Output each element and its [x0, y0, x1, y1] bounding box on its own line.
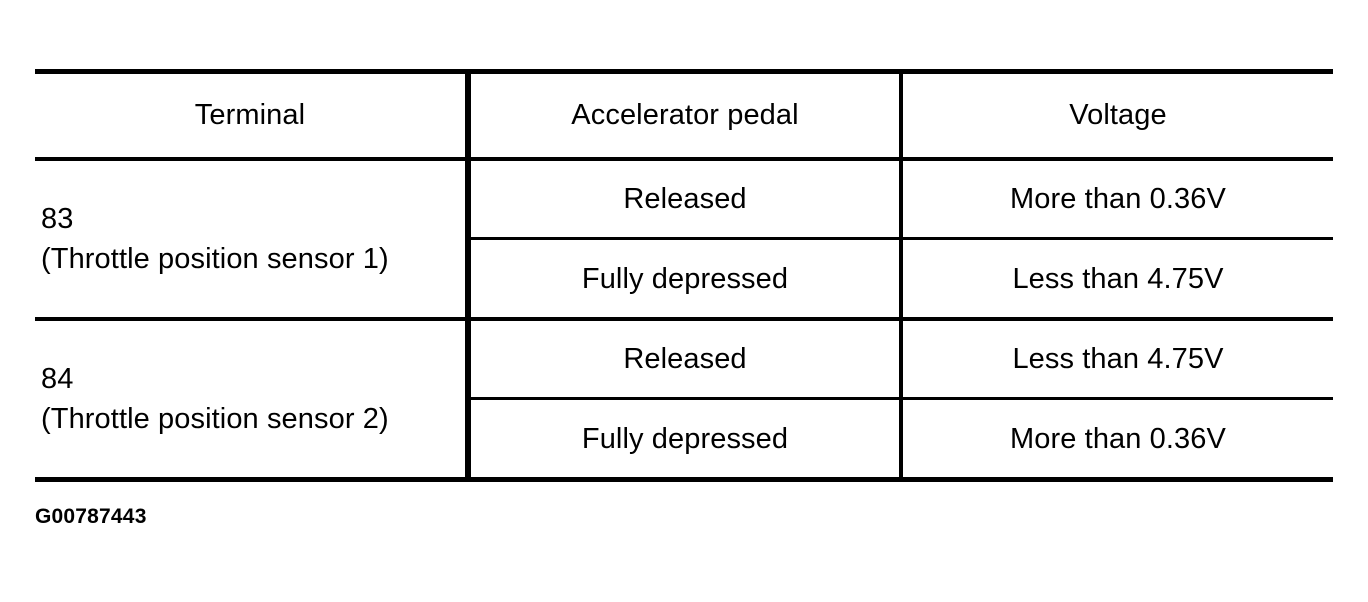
- table-bottom-rule: [35, 477, 1333, 482]
- column-header-voltage-label: Voltage: [1069, 99, 1167, 131]
- table-row: More than 0.36V: [903, 161, 1333, 237]
- column-header-accelerator-pedal-label: Accelerator pedal: [571, 99, 799, 131]
- table-row: Released: [471, 161, 899, 237]
- table-row: 83 (Throttle position sensor 1): [35, 161, 465, 317]
- table-row: Less than 4.75V: [903, 241, 1333, 317]
- header-bottom-rule: [35, 157, 1333, 161]
- pedal-state-value: Fully depressed: [581, 422, 789, 455]
- column-header-accelerator-pedal: Accelerator pedal: [471, 74, 899, 157]
- pedal-state-value: Released: [623, 182, 747, 215]
- voltage-value: Less than 4.75V: [1012, 262, 1224, 295]
- voltage-specification-table: Terminal Accelerator pedal Voltage 83 (T…: [35, 69, 1333, 482]
- voltage-value: More than 0.36V: [1010, 422, 1226, 455]
- figure-code-caption: G00787443: [35, 505, 147, 528]
- table-row: 84 (Throttle position sensor 2): [35, 321, 465, 477]
- voltage-value: Less than 4.75V: [1012, 342, 1224, 375]
- pedal-state-value: Released: [623, 342, 747, 375]
- terminal-cell-83: 83 (Throttle position sensor 1): [41, 203, 389, 275]
- column-divider-pedal-voltage: [899, 69, 903, 481]
- voltage-value: More than 0.36V: [1010, 182, 1226, 215]
- table-row: More than 0.36V: [903, 401, 1333, 477]
- table-row: Fully depressed: [471, 241, 899, 317]
- group-separator-rule: [35, 317, 1333, 321]
- column-divider-terminal-pedal: [465, 69, 471, 481]
- terminal-cell-84: 84 (Throttle position sensor 2): [41, 363, 389, 435]
- column-header-terminal: Terminal: [35, 74, 465, 157]
- column-header-voltage: Voltage: [903, 74, 1333, 157]
- column-header-terminal-label: Terminal: [194, 99, 306, 131]
- table-row: Less than 4.75V: [903, 321, 1333, 397]
- table-top-rule: [35, 69, 1333, 74]
- table-row: Released: [471, 321, 899, 397]
- pedal-state-value: Fully depressed: [581, 262, 789, 295]
- table-row: Fully depressed: [471, 401, 899, 477]
